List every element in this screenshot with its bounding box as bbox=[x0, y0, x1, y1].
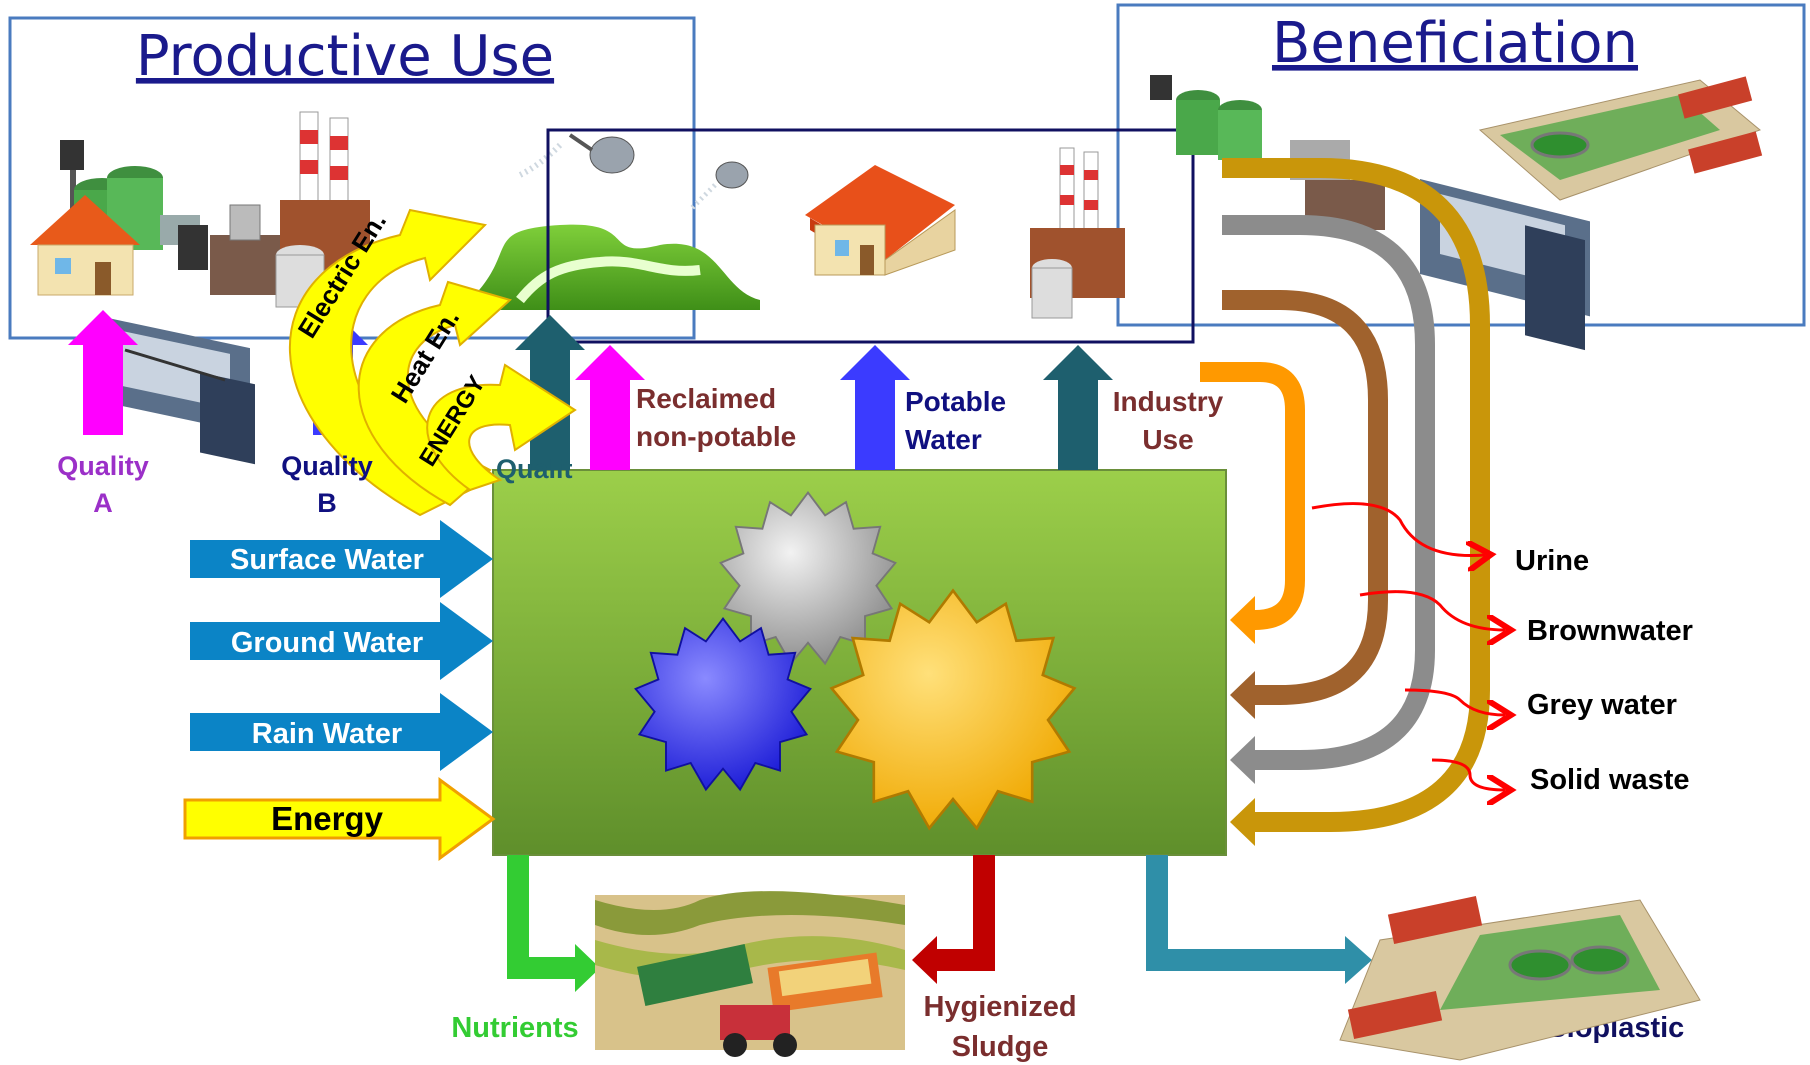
quality-c-label-partial: Qualit bbox=[496, 454, 573, 484]
house-green-tanks-icon bbox=[30, 140, 208, 296]
gear-blue-icon bbox=[634, 617, 812, 792]
productive-use-title: Productive Use bbox=[136, 24, 554, 89]
greywater-label: Grey water bbox=[1527, 689, 1677, 721]
nutrients-arrow bbox=[507, 855, 578, 979]
bioplastic-plant-aerial-icon bbox=[1339, 895, 1701, 1061]
solid-waste-loop-head bbox=[1230, 798, 1255, 846]
rain-water-label: Rain Water bbox=[252, 718, 402, 750]
bioplastic-arrow bbox=[1146, 855, 1345, 971]
surface-water-arrow bbox=[190, 520, 493, 598]
urine-loop bbox=[1200, 362, 1305, 630]
beneficiation-frame bbox=[1116, 3, 1806, 327]
greywater-pointer bbox=[1404, 688, 1505, 715]
sludge-arrow bbox=[935, 855, 995, 971]
urine-label: Urine bbox=[1515, 545, 1589, 577]
house-red-roof-icon bbox=[805, 165, 956, 276]
industry-label-line1: Industry bbox=[1113, 386, 1224, 417]
quality-a-arrow bbox=[68, 310, 138, 435]
factory-chimneys-icon bbox=[210, 111, 370, 308]
beneficiation-house-tanks-icon bbox=[1150, 75, 1385, 230]
ground-water-label: Ground Water bbox=[231, 627, 423, 659]
wastewater-plant-aerial-icon bbox=[1478, 76, 1763, 201]
reclaimed-arrow bbox=[575, 345, 645, 470]
potable-label-line2: Water bbox=[905, 424, 982, 455]
solid-waste-loop bbox=[1222, 158, 1490, 832]
industry-label-line2: Use bbox=[1142, 424, 1193, 455]
watering-can-icon bbox=[518, 133, 635, 178]
urine-loop-head bbox=[1230, 596, 1255, 644]
sludge-arrow-head bbox=[912, 936, 937, 984]
solid-waste-label: Solid waste bbox=[1530, 764, 1690, 796]
sludge-label-line1: Hygienized bbox=[923, 991, 1076, 1023]
nutrients-label: Nutrients bbox=[451, 1012, 578, 1044]
reclaimed-label-line1: Reclaimed bbox=[636, 383, 776, 414]
nutrients-arrow-head bbox=[575, 944, 600, 992]
greywater-loop-head bbox=[1230, 736, 1255, 784]
rain-water-arrow bbox=[190, 693, 493, 771]
treatment-plant-machine-icon bbox=[100, 316, 255, 465]
potable-arrow bbox=[840, 345, 910, 470]
potable-label-line1: Potable bbox=[905, 386, 1006, 417]
gear-yellow-icon bbox=[829, 588, 1077, 831]
ground-water-arrow bbox=[190, 602, 493, 680]
green-field-icon bbox=[470, 224, 760, 310]
urine-pointer bbox=[1311, 502, 1485, 556]
brownwater-loop bbox=[1222, 290, 1388, 705]
brownwater-loop-head bbox=[1230, 671, 1255, 719]
brownwater-pointer bbox=[1359, 590, 1505, 630]
industry-arrow bbox=[1043, 345, 1113, 470]
reclaimed-label-line2: non-potable bbox=[636, 421, 796, 452]
gear-grey-icon bbox=[719, 491, 897, 666]
reuse-destinations-frame bbox=[546, 128, 1195, 344]
watering-can-small-icon bbox=[688, 161, 749, 212]
brownwater-label: Brownwater bbox=[1527, 615, 1693, 647]
quality-a-label-line2: A bbox=[93, 488, 113, 518]
factory-small-icon bbox=[1030, 147, 1125, 319]
bioplastic-arrow-head bbox=[1345, 936, 1372, 984]
beneficiation-title: Beneficiation bbox=[1272, 11, 1638, 76]
surface-water-label: Surface Water bbox=[230, 544, 424, 576]
quality-b-label-line2: B bbox=[317, 488, 337, 518]
quality-a-label-line1: Quality bbox=[57, 451, 149, 481]
energy-input-arrow bbox=[183, 777, 496, 861]
greywater-loop bbox=[1222, 215, 1435, 770]
farm-tractor-icon bbox=[595, 891, 905, 1057]
energy-curved-arrows bbox=[288, 208, 577, 517]
sludge-label-line2: Sludge bbox=[952, 1031, 1049, 1063]
quality-b-label-line1: Quality bbox=[281, 451, 373, 481]
solid-waste-pointer bbox=[1431, 758, 1505, 790]
energy-input-label: Energy bbox=[271, 800, 384, 837]
beneficiation-machine-icon bbox=[1420, 179, 1590, 351]
